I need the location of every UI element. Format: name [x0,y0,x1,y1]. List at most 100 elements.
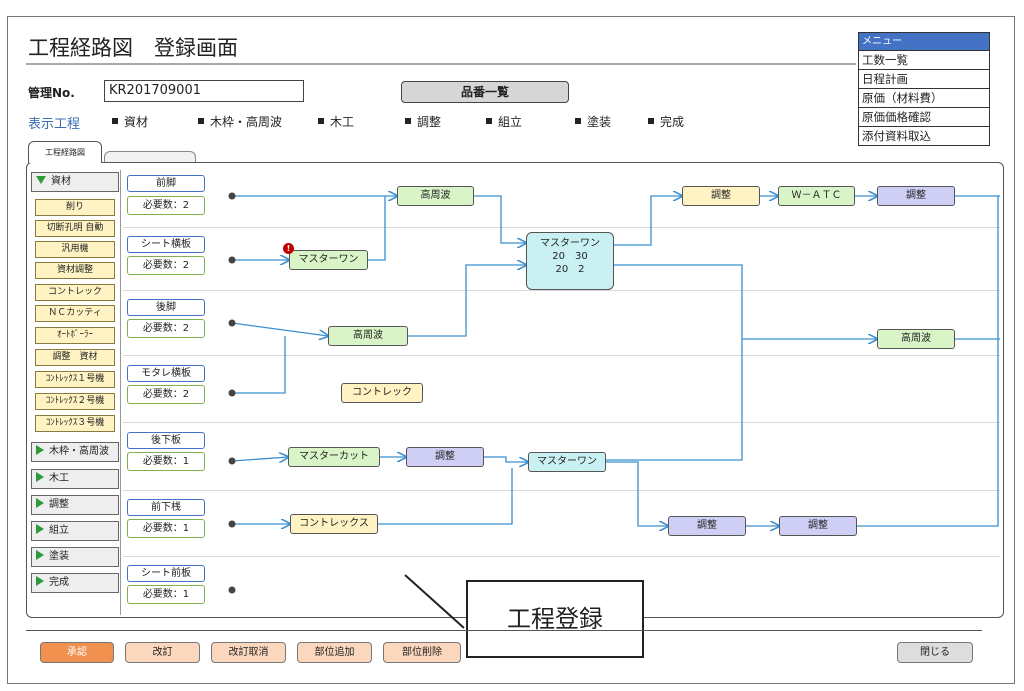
bullet-square-icon [648,118,654,124]
process-node-contorecs[interactable]: コントレックス [290,514,378,534]
process-register-callout: 工程登録 [466,580,644,658]
process-node-adjust[interactable]: 調整 [682,186,760,206]
process-filter-item[interactable]: 資材 [112,113,148,130]
tab-route-diagram[interactable]: 工程経路図 [28,141,102,163]
sidebar-category-material[interactable]: 資材 [31,172,119,192]
process-filter-label: 完成 [660,115,685,129]
sidebar-category-label: 完成 [49,577,69,588]
sidebar-process-item[interactable]: ＮＣカッティ [35,305,115,322]
management-no-label: 管理No. [28,86,75,100]
menu-item-cost-check[interactable]: 原価価格確認 [859,107,989,126]
process-filter-label: 組立 [498,115,523,129]
management-no-input[interactable]: KR201709001 [104,80,304,102]
part-quantity: 必要数：2 [127,196,205,215]
part-list-button[interactable]: 品番一覧 [401,81,569,103]
bullet-square-icon [405,118,411,124]
part-name[interactable]: シート横板 [127,236,205,253]
sidebar-process-item[interactable]: ｺﾝﾄﾚｯｸｽ３号機 [35,415,115,432]
process-node-high-frequency[interactable]: 高周波 [328,326,408,346]
warning-icon: ! [283,243,294,254]
row-divider [123,490,1000,491]
triangle-right-icon [36,472,44,482]
sidebar-category[interactable]: 完成 [31,573,119,593]
sidebar-process-item[interactable]: 調整 資材 [35,349,115,366]
process-node-high-frequency[interactable]: 高周波 [397,186,474,206]
menu-item-schedule[interactable]: 日程計画 [859,69,989,88]
part-name[interactable]: シート前板 [127,565,205,582]
part-name[interactable]: 前脚 [127,175,205,192]
revise-button[interactable]: 改訂 [125,642,200,663]
row-divider [123,355,1000,356]
process-filter-label: 資材 [124,115,149,129]
process-node-master-one[interactable]: マスターワン [528,452,606,472]
process-filter-label: 木枠・高周波 [210,115,283,129]
close-button[interactable]: 閉じる [897,642,973,663]
row-divider [123,422,1000,423]
approve-button[interactable]: 承認 [40,642,114,663]
sidebar-process-item[interactable]: ｺﾝﾄﾚｯｸｽ１号機 [35,371,115,388]
process-filter-item[interactable]: 組立 [486,113,522,130]
sidebar-category[interactable]: 塗装 [31,547,119,567]
title-divider [26,63,856,65]
delete-part-button[interactable]: 部位削除 [383,642,461,663]
sidebar-category[interactable]: 調整 [31,495,119,515]
bullet-square-icon [486,118,492,124]
part-quantity: 必要数：1 [127,452,205,471]
bullet-square-icon [575,118,581,124]
sidebar-process-item[interactable]: ｺﾝﾄﾚｯｸｽ２号機 [35,393,115,410]
row-divider [123,556,1000,557]
sidebar-category[interactable]: 木枠・高周波 [31,442,119,462]
triangle-right-icon [36,498,44,508]
part-name[interactable]: モタレ横板 [127,365,205,382]
add-part-button[interactable]: 部位追加 [297,642,372,663]
sidebar-category-label: 資材 [51,176,71,187]
process-node-contorec[interactable]: コントレック [341,383,423,403]
menu-header: メニュー [859,33,989,50]
part-quantity: 必要数：2 [127,385,205,404]
process-node-adjust[interactable]: 調整 [779,516,857,536]
process-node-adjust[interactable]: 調整 [406,447,484,467]
sidebar-category[interactable]: 木工 [31,469,119,489]
sidebar-process-item[interactable]: 資材調整 [35,262,115,279]
process-node-adjust[interactable]: 調整 [877,186,955,206]
process-filter-item[interactable]: 完成 [648,113,684,130]
bullet-square-icon [198,118,204,124]
display-process-label: 表示工程 [28,117,81,132]
process-filter-item[interactable]: 調整 [405,113,441,130]
menu-item-material-cost[interactable]: 原価（材料費） [859,88,989,107]
part-name[interactable]: 前下桟 [127,499,205,516]
sidebar-process-item[interactable]: ｵｰﾄﾎﾞｰﾗｰ [35,327,115,344]
sidebar-category[interactable]: 組立 [31,521,119,541]
sidebar-category-label: 塗装 [49,551,69,562]
process-node-high-frequency[interactable]: 高周波 [877,329,955,349]
process-node-w-atc[interactable]: Ｗ－ＡＴＣ [778,186,855,206]
sidebar-category-label: 木枠・高周波 [49,446,109,457]
revise-cancel-button[interactable]: 改訂取消 [211,642,286,663]
process-node-master-cut[interactable]: マスターカット [288,447,380,467]
part-quantity: 必要数：1 [127,519,205,538]
process-node-master-one-detail[interactable]: マスターワン 20 30 20 2 [526,232,614,290]
process-filter-item[interactable]: 木工 [318,113,354,130]
part-name[interactable]: 後下板 [127,432,205,449]
row-divider [123,227,1000,228]
sidebar-process-item[interactable]: コントレック [35,284,115,301]
sidebar-process-item[interactable]: 削り [35,199,115,216]
process-filter-label: 木工 [330,115,355,129]
triangle-right-icon [36,576,44,586]
sidebar-process-item[interactable]: 汎用機 [35,241,115,258]
process-filter-label: 調整 [417,115,442,129]
node-value-line: 20 30 [552,251,588,262]
menu-item-attachment-import[interactable]: 添付資料取込 [859,126,989,145]
row-divider [123,290,1000,291]
process-filter-item[interactable]: 塗装 [575,113,611,130]
process-node-adjust[interactable]: 調整 [668,516,746,536]
triangle-right-icon [36,524,44,534]
sidebar-process-item[interactable]: 切断孔明 自動 [35,220,115,237]
menu-item-man-hours[interactable]: 工数一覧 [859,50,989,69]
process-filter-item[interactable]: 木枠・高周波 [198,113,282,130]
node-value-line: 20 2 [555,264,585,275]
part-name[interactable]: 後脚 [127,299,205,316]
bullet-square-icon [112,118,118,124]
process-node-master-one[interactable]: マスターワン [289,250,368,270]
